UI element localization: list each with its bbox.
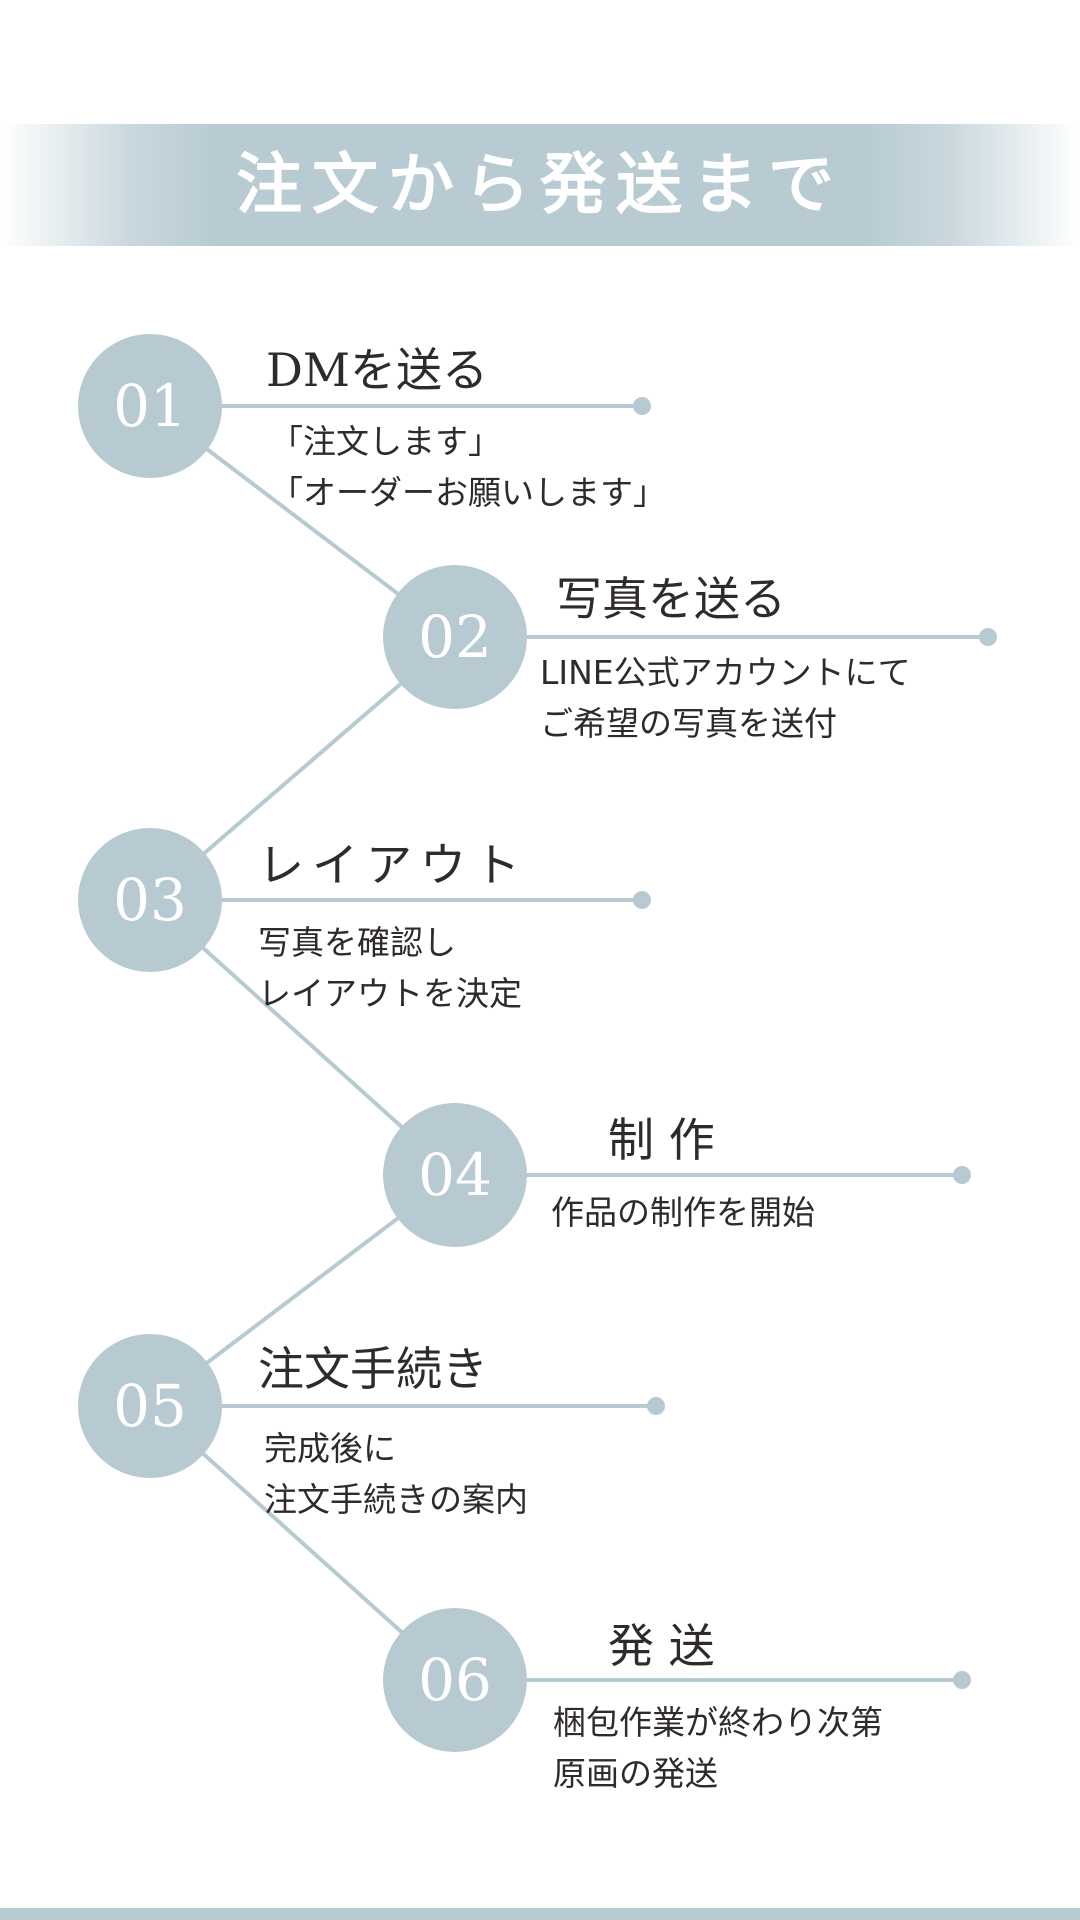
step-number-03: 03 <box>78 828 222 972</box>
rule-end-dot-04 <box>953 1166 971 1184</box>
step-title-04: 制 作 <box>608 1113 715 1167</box>
step-description-02: LINE公式アカウントにて ご希望の写真を送付 <box>540 647 911 749</box>
rule-end-dot-06 <box>953 1671 971 1689</box>
step-title-06: 発 送 <box>608 1619 715 1673</box>
step-number-04: 04 <box>383 1103 527 1247</box>
step-title-03: レイアウト <box>258 838 528 892</box>
step-description-line: LINE公式アカウントにて <box>540 653 911 692</box>
step-description-05: 完成後に 注文手続きの案内 <box>264 1423 528 1525</box>
step-description-01: 「注文します」 「オーダーお願いします」 <box>270 416 666 518</box>
step-description-03: 写真を確認し レイアウトを決定 <box>258 917 522 1019</box>
step-description-line: 原画の発送 <box>553 1754 718 1793</box>
step-description-line: 写真を確認し <box>258 923 456 962</box>
rule-end-dot-05 <box>647 1397 665 1415</box>
step-title-01: DMを送る <box>266 343 488 397</box>
step-number-01: 01 <box>78 334 222 478</box>
bottom-accent-bar <box>0 1908 1080 1920</box>
step-title-02: 写真を送る <box>556 572 786 626</box>
rule-end-dot-03 <box>633 891 651 909</box>
step-description-06: 梱包作業が終わり次第 原画の発送 <box>553 1697 883 1799</box>
step-number-02: 02 <box>383 565 527 709</box>
page-title: 注文から発送まで <box>236 146 844 223</box>
header-banner: 注文から発送まで <box>0 124 1080 246</box>
rule-end-dot-01 <box>633 397 651 415</box>
step-title-05: 注文手続き <box>258 1342 488 1396</box>
step-description-line: 梱包作業が終わり次第 <box>553 1703 883 1742</box>
step-number-06: 06 <box>383 1608 527 1752</box>
step-description-line: 作品の制作を開始 <box>551 1193 815 1232</box>
step-number-05: 05 <box>78 1334 222 1478</box>
step-description-04: 作品の制作を開始 <box>551 1187 815 1238</box>
step-description-line: レイアウトを決定 <box>258 974 522 1013</box>
step-description-line: 「オーダーお願いします」 <box>270 473 666 512</box>
step-description-line: ご希望の写真を送付 <box>540 704 837 743</box>
rule-end-dot-02 <box>979 628 997 646</box>
step-description-line: 完成後に <box>264 1429 396 1468</box>
step-description-line: 注文手続きの案内 <box>264 1480 528 1519</box>
step-description-line: 「注文します」 <box>270 422 501 461</box>
